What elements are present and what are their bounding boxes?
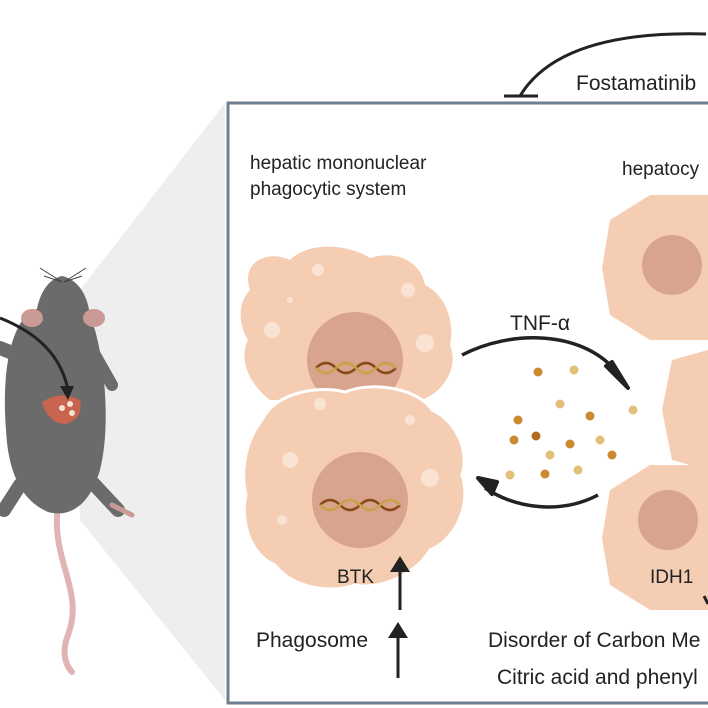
tnf-arrow-to-hepatocyte [461, 336, 617, 372]
idh1-down-arrow [702, 595, 708, 605]
system-label-line2: phagocytic system [250, 179, 407, 200]
injection-arrow [0, 316, 70, 391]
fostamatinib-inhibition-arc [518, 32, 707, 97]
signal-arrow-to-macrophage [484, 486, 599, 509]
mouse-tail [53, 502, 76, 675]
macrophage-top [240, 246, 453, 408]
phagosome-up-arrowhead [388, 622, 408, 638]
hepatocyte-label: hepatocy [622, 159, 700, 180]
mouse-head [35, 276, 91, 342]
tnf-arrowhead-right [604, 360, 630, 390]
tnf-alpha-label: TNF-α [510, 312, 570, 335]
fostamatinib-label: Fostamatinib [576, 72, 697, 95]
system-label-line1: hepatic mononuclear [250, 153, 427, 174]
hepatocyte-middle [662, 350, 708, 470]
injection-arrowhead [60, 386, 74, 400]
mouse-arm-left [0, 341, 37, 367]
btk-up-arrowhead [390, 556, 410, 572]
mouse-illustration [0, 267, 135, 675]
phagosome-label: Phagosome [256, 629, 369, 652]
mouse-ear-right [83, 309, 105, 327]
hepatocyte-bottom [602, 465, 708, 610]
btk-label: BTK [337, 567, 374, 588]
carbon-metabolism-disorder-label: Disorder of Carbon Me [488, 629, 701, 652]
metabolites-label: Citric acid and phenyl [497, 666, 698, 689]
dna-bottom [319, 498, 401, 512]
signal-arrowhead-left [476, 476, 499, 496]
cytokine-particles [505, 365, 638, 480]
mouse-foot [109, 502, 135, 518]
hepatocyte-top [602, 195, 708, 340]
macrophage-bottom [242, 385, 467, 591]
idh1-label: IDH1 [650, 567, 694, 588]
mouse-whiskers [39, 267, 87, 283]
dna-top [315, 361, 397, 375]
mouse-ear-left [21, 309, 43, 327]
zoom-wedge [80, 103, 225, 700]
mouse-arm-right [89, 349, 118, 391]
mouse-leg-left [0, 478, 27, 517]
